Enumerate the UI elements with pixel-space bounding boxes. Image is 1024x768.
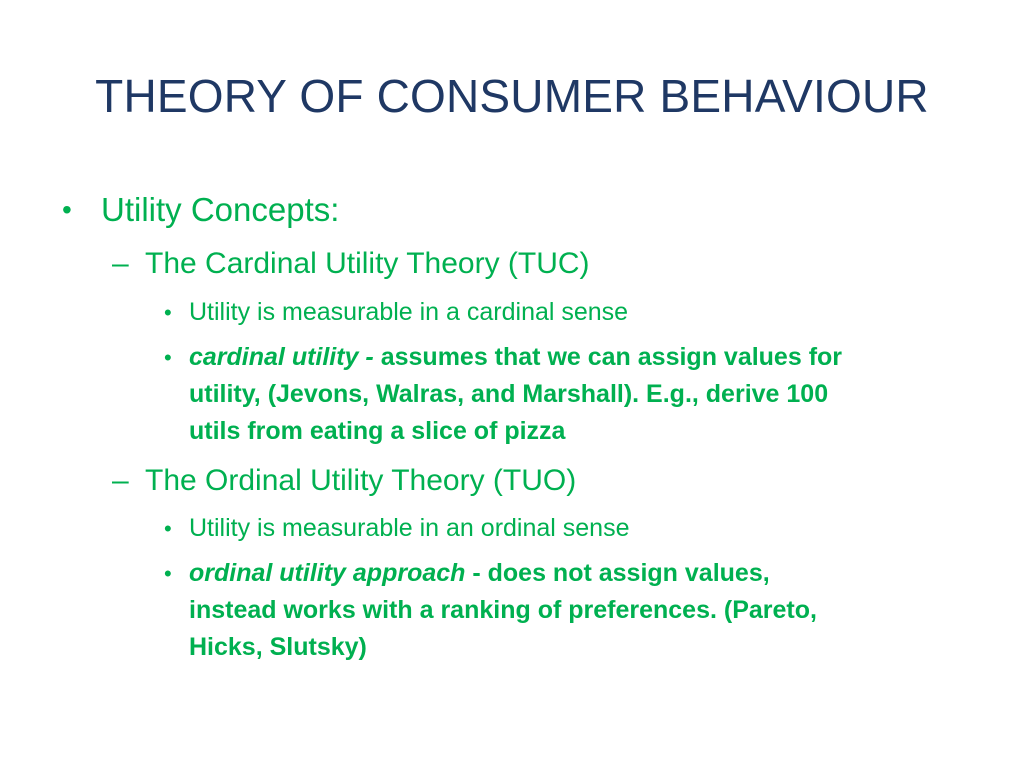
bullet-dot-icon: •: [164, 561, 172, 586]
cardinal-theory-label: The Cardinal Utility Theory (TUC): [145, 247, 590, 280]
ordinal-point-2-line1: - does not assign values,: [465, 559, 770, 587]
bullet-dot-icon: •: [62, 194, 72, 225]
bullet-dash-icon: –: [112, 464, 129, 497]
slide-title: THEORY OF CONSUMER BEHAVIOUR: [95, 70, 929, 122]
bullet-dot-icon: •: [164, 300, 172, 325]
ordinal-theory-label: The Ordinal Utility Theory (TUO): [145, 464, 577, 497]
bullet-dot-icon: •: [164, 516, 172, 541]
ordinal-point-2-line3: Hicks, Slutsky): [189, 633, 367, 661]
ordinal-point-2-line2: instead works with a ranking of preferen…: [189, 596, 817, 624]
cardinal-utility-term: cardinal utility -: [189, 343, 374, 371]
bullet-dash-icon: –: [112, 247, 129, 280]
ordinal-point-1-text: Utility is measurable in an ordinal sens…: [189, 514, 630, 542]
bullet-dot-icon: •: [164, 345, 172, 370]
cardinal-point-2-line1: assumes that we can assign values for: [373, 343, 843, 371]
cardinal-point-2-text: cardinal utility - assumes that we can a…: [189, 339, 979, 450]
cardinal-point-2-line2: utility, (Jevons, Walras, and Marshall).…: [189, 380, 829, 408]
heading-utility-concepts: Utility Concepts:: [101, 191, 340, 228]
cardinal-point-1-text: Utility is measurable in a cardinal sens…: [189, 298, 629, 326]
ordinal-utility-term: ordinal utility approach: [189, 559, 466, 587]
cardinal-point-2-line3: utils from eating a slice of pizza: [189, 417, 566, 445]
ordinal-point-2-text: ordinal utility approach - does not assi…: [189, 555, 979, 666]
